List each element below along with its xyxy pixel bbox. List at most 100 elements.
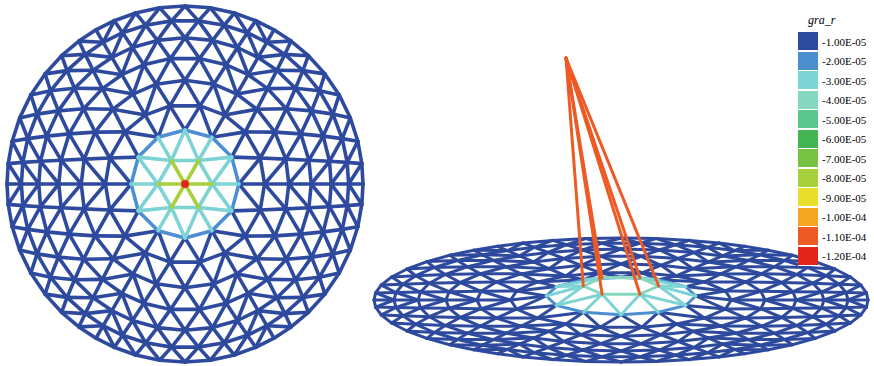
member-bar bbox=[339, 250, 350, 273]
member-bar bbox=[330, 207, 343, 230]
member-bar bbox=[416, 276, 430, 284]
member-bar bbox=[247, 311, 258, 336]
member-bar bbox=[81, 182, 105, 186]
member-bar bbox=[496, 282, 517, 291]
member-bar bbox=[138, 184, 158, 211]
member-bar bbox=[160, 360, 185, 362]
member-bar bbox=[144, 65, 157, 84]
member-bar bbox=[146, 25, 158, 40]
member-bar bbox=[256, 21, 267, 43]
member-bar bbox=[257, 89, 268, 110]
member-bar bbox=[260, 132, 275, 158]
member-bar bbox=[676, 318, 704, 324]
member-bar bbox=[200, 84, 214, 106]
member-bar bbox=[311, 161, 329, 184]
legend-swatch bbox=[798, 169, 818, 188]
member-bar bbox=[170, 104, 200, 108]
member-bar bbox=[421, 300, 446, 308]
member-bar bbox=[376, 293, 394, 300]
member-bar bbox=[693, 331, 709, 338]
member-bar bbox=[567, 239, 586, 245]
member-bar bbox=[41, 207, 47, 232]
member-bar bbox=[725, 291, 731, 300]
member-bar bbox=[185, 328, 213, 331]
member-bar bbox=[521, 269, 549, 274]
member-bar bbox=[760, 340, 785, 346]
member-bar bbox=[84, 89, 103, 109]
member-bar bbox=[146, 8, 160, 25]
member-bar bbox=[258, 42, 267, 57]
member-bar bbox=[333, 229, 342, 254]
member-bar bbox=[275, 234, 301, 236]
member-bar bbox=[839, 277, 850, 284]
member-bar bbox=[37, 91, 50, 114]
member-bar bbox=[8, 141, 12, 163]
member-bar bbox=[496, 274, 521, 282]
member-bar bbox=[835, 269, 851, 277]
member-bar bbox=[285, 314, 291, 327]
member-bar bbox=[260, 158, 286, 159]
member-bar bbox=[170, 260, 200, 264]
member-bar bbox=[839, 308, 846, 316]
member-bar bbox=[822, 284, 840, 292]
member-bar bbox=[172, 345, 199, 349]
member-bar bbox=[67, 71, 74, 89]
member-bar bbox=[171, 308, 200, 312]
member-bar bbox=[171, 288, 186, 310]
member-bar bbox=[67, 280, 74, 298]
member-bar bbox=[69, 234, 84, 259]
member-bar bbox=[125, 132, 158, 137]
legend-value: -5.00E-05 bbox=[822, 114, 866, 126]
member-bar bbox=[185, 38, 200, 59]
member-bar bbox=[309, 207, 330, 208]
member-bar bbox=[123, 33, 133, 48]
member-bar bbox=[110, 132, 125, 158]
member-bar bbox=[28, 229, 47, 232]
member-bar bbox=[123, 13, 136, 33]
member-bar bbox=[566, 265, 581, 276]
member-bar bbox=[125, 231, 158, 236]
member-bar bbox=[171, 161, 185, 185]
member-bar bbox=[114, 335, 122, 347]
member-bar bbox=[274, 30, 291, 41]
legend-swatch bbox=[798, 130, 818, 149]
member-bar bbox=[549, 269, 566, 276]
member-bar bbox=[301, 208, 309, 234]
legend-value: -1.20E-04 bbox=[822, 250, 866, 262]
member-bar bbox=[185, 184, 199, 208]
member-bar bbox=[566, 58, 640, 294]
member-bar bbox=[20, 118, 28, 139]
member-bar bbox=[301, 234, 312, 257]
member-bar bbox=[171, 184, 185, 208]
member-bar bbox=[848, 293, 866, 300]
member-bar bbox=[93, 293, 122, 297]
member-bar bbox=[347, 184, 348, 206]
member-bar bbox=[144, 284, 157, 303]
member-bar bbox=[275, 132, 286, 159]
member-bar bbox=[517, 291, 547, 296]
member-bar bbox=[267, 314, 285, 326]
member-bar bbox=[721, 326, 736, 333]
member-bar bbox=[39, 184, 41, 207]
member-bar bbox=[265, 159, 286, 184]
member-bar bbox=[457, 340, 482, 346]
member-bar bbox=[600, 264, 621, 273]
member-bar bbox=[267, 326, 274, 339]
member-bar bbox=[291, 312, 308, 327]
member-bar bbox=[277, 280, 296, 298]
member-bar bbox=[429, 283, 449, 291]
member-bar bbox=[171, 38, 186, 59]
member-bar bbox=[723, 256, 749, 261]
member-bar bbox=[308, 56, 325, 74]
member-bar bbox=[224, 25, 237, 47]
member-bar bbox=[480, 326, 506, 333]
member-bar bbox=[445, 267, 467, 275]
member-bar bbox=[312, 111, 324, 136]
member-bar bbox=[41, 161, 59, 184]
member-bar bbox=[138, 211, 158, 231]
member-bar bbox=[822, 308, 840, 316]
member-bar bbox=[234, 335, 247, 355]
member-bar bbox=[28, 136, 47, 139]
member-bar bbox=[122, 274, 133, 293]
member-bar bbox=[172, 6, 185, 21]
